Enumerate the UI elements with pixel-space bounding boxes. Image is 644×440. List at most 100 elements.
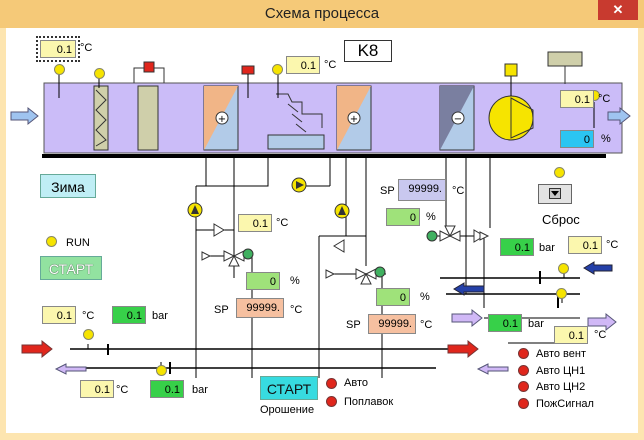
cooler-pressure-field[interactable]: 0.1 bbox=[500, 238, 534, 256]
heater1-temp-field[interactable]: 0.1 bbox=[238, 214, 272, 232]
unit-label: °C bbox=[598, 93, 611, 105]
unit-label: °C bbox=[324, 59, 337, 71]
arrow-right-icon bbox=[587, 312, 617, 332]
arrow-right-icon bbox=[607, 106, 631, 126]
sp-label: SP bbox=[346, 319, 361, 331]
alarm-label: Авто вент bbox=[536, 348, 586, 360]
unit-label: bar bbox=[152, 310, 168, 322]
unit-label: °C bbox=[82, 310, 95, 322]
reset-dropdown[interactable] bbox=[538, 184, 572, 204]
chiller-temp-field[interactable]: 0.1 bbox=[554, 326, 588, 344]
cooler-setpoint-field[interactable]: 99999. bbox=[398, 179, 446, 201]
after-heater-temp-field[interactable]: 0.1 bbox=[286, 56, 320, 74]
inlet-temp-field[interactable]: 0.1 bbox=[36, 36, 80, 62]
irrigation-auto-label: Авто bbox=[344, 377, 368, 389]
unit-label: % bbox=[290, 275, 300, 287]
reset-button[interactable]: Сброс bbox=[542, 212, 580, 227]
return-water-pressure-field[interactable]: 0.1 bbox=[150, 380, 184, 398]
unit-label: °C bbox=[420, 319, 433, 331]
supply-water-pressure-field[interactable]: 0.1 bbox=[112, 306, 146, 324]
unit-id-label: K8 bbox=[344, 40, 392, 62]
supply-temp-field[interactable]: 0.1 bbox=[560, 90, 594, 108]
valve-actuator-icon bbox=[426, 230, 438, 242]
heater-coil-icon bbox=[215, 111, 229, 125]
arrow-right-icon bbox=[21, 339, 53, 359]
indicator-lamp-icon bbox=[554, 167, 565, 178]
unit-label: °C bbox=[116, 384, 129, 396]
arrow-left-icon bbox=[476, 363, 509, 375]
alarm-lamp-icon bbox=[518, 381, 529, 392]
irrigation-label: Орошение bbox=[260, 404, 315, 416]
alarm-label: Авто ЦН1 bbox=[536, 365, 586, 377]
unit-label: °C bbox=[452, 185, 465, 197]
fan-speed-field[interactable]: 0 bbox=[560, 130, 594, 148]
fan-drive-icon bbox=[547, 51, 583, 67]
humidifier-icon bbox=[267, 134, 325, 150]
heater-coil-icon bbox=[347, 111, 361, 125]
check-valve-icon bbox=[333, 239, 345, 253]
chiller-pressure-field[interactable]: 0.1 bbox=[488, 314, 522, 332]
unit-label: bar bbox=[192, 384, 208, 396]
indicator-lamp-icon bbox=[558, 263, 569, 274]
unit-label: % bbox=[426, 211, 436, 223]
indicator-lamp-icon bbox=[156, 365, 167, 376]
window-title: Схема процесса bbox=[264, 5, 380, 22]
alarm-label: Авто ЦН2 bbox=[536, 381, 586, 393]
unit-label: °C bbox=[594, 329, 607, 341]
svg-text:−: − bbox=[454, 114, 462, 125]
fan-motor-icon bbox=[504, 63, 518, 77]
unit-label: °C bbox=[276, 217, 289, 229]
arrow-right-icon bbox=[10, 106, 39, 126]
mode-winter-button[interactable]: Зима bbox=[40, 174, 96, 198]
close-icon[interactable]: ✕ bbox=[598, 0, 638, 20]
heater2-setpoint-field[interactable]: 99999. bbox=[368, 314, 416, 334]
alarm-lamp-icon bbox=[326, 378, 337, 389]
unit-label: bar bbox=[528, 318, 544, 330]
unit-label: bar bbox=[539, 242, 555, 254]
process-diagram: + + − bbox=[6, 28, 638, 433]
heater1-setpoint-field[interactable]: 99999. bbox=[236, 298, 284, 318]
filter-icon bbox=[137, 85, 159, 151]
arrow-left-icon bbox=[583, 261, 613, 275]
damper-actuator-icon bbox=[241, 65, 255, 75]
valve3-position-field[interactable]: 0 bbox=[386, 208, 420, 226]
irrigation-start-button[interactable]: СТАРТ bbox=[260, 376, 318, 400]
start-button[interactable]: СТАРТ bbox=[40, 256, 102, 280]
arrow-left-icon bbox=[54, 363, 87, 375]
supply-water-temp-field[interactable]: 0.1 bbox=[42, 306, 76, 324]
unit-label: % bbox=[420, 291, 430, 303]
cooler-coil-icon bbox=[451, 111, 465, 125]
damper-actuator-icon bbox=[143, 61, 155, 73]
indicator-lamp-icon bbox=[94, 68, 105, 79]
unit-label: °C bbox=[80, 42, 93, 54]
arrow-left-icon bbox=[453, 282, 485, 296]
arrow-right-icon bbox=[447, 339, 479, 359]
return-water-temp-field[interactable]: 0.1 bbox=[80, 380, 114, 398]
valve1-position-field[interactable]: 0 bbox=[246, 272, 280, 290]
dropdown-arrow-icon bbox=[549, 188, 561, 199]
run-label: RUN bbox=[66, 237, 90, 249]
sp-label: SP bbox=[380, 185, 395, 197]
unit-label: °C bbox=[290, 304, 303, 316]
indicator-lamp-icon bbox=[83, 329, 94, 340]
indicator-lamp-icon bbox=[556, 288, 567, 299]
unit-label: % bbox=[601, 133, 611, 145]
sp-label: SP bbox=[214, 304, 229, 316]
check-valve-icon bbox=[213, 223, 225, 237]
run-lamp-icon bbox=[46, 236, 57, 247]
cooler-temp-field[interactable]: 0.1 bbox=[568, 236, 602, 254]
title-bar: Схема процесса ✕ bbox=[0, 0, 644, 28]
valve-actuator-icon bbox=[242, 248, 254, 260]
alarm-lamp-icon bbox=[518, 348, 529, 359]
valve-icon bbox=[223, 250, 236, 262]
valve-icon bbox=[355, 268, 368, 280]
alarm-lamp-icon bbox=[518, 365, 529, 376]
irrigation-float-label: Поплавок bbox=[344, 396, 394, 408]
valve2-position-field[interactable]: 0 bbox=[376, 288, 410, 306]
unit-label: °C bbox=[606, 239, 619, 251]
svg-text:+: + bbox=[218, 114, 226, 125]
alarm-lamp-icon bbox=[518, 398, 529, 409]
arrow-right-icon bbox=[451, 308, 483, 328]
indicator-lamp-icon bbox=[54, 64, 65, 75]
